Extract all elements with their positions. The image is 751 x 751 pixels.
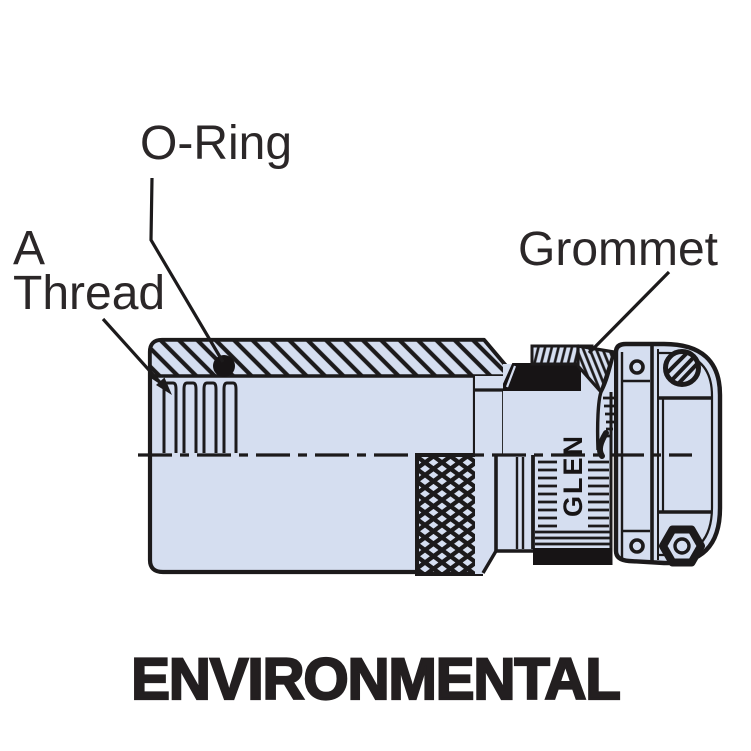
coupling-nut: GLEN: [503, 352, 614, 565]
a-thread-label: A Thread: [13, 222, 166, 320]
grommet-section: [530, 344, 617, 459]
thread-slot: [202, 381, 218, 453]
grommet-label: Grommet: [518, 223, 719, 276]
thread-slot: [182, 381, 198, 453]
hex-nut-bore: [673, 537, 691, 555]
section-hatch-band: [148, 338, 508, 378]
rear-flange: [613, 341, 723, 567]
knurl-section: [415, 453, 483, 576]
caption-environmental: ENVIRONMENTAL: [130, 646, 622, 713]
thread-slot: [222, 381, 238, 453]
a-thread-label-line2: Thread: [13, 267, 166, 320]
nut-bottom-band: [533, 548, 612, 565]
a-thread-label-line1: A: [13, 222, 46, 275]
hex-nut: [659, 525, 705, 567]
barrel-marking: GLEN: [558, 434, 588, 517]
o-ring-leader: [149, 177, 225, 363]
leader-lines: [101, 177, 671, 395]
grommet-fins: [603, 396, 617, 438]
screw-slot-lines: [665, 351, 699, 386]
flange-hole-bottom: [629, 538, 645, 554]
nut-ribs-full: [535, 530, 610, 546]
o-ring-label: O-Ring: [140, 117, 293, 170]
a-thread-arrowhead: [156, 377, 172, 395]
nut-ribs-left: [538, 460, 557, 528]
o-ring-dot: [213, 355, 235, 377]
nut-ribs-right: [588, 460, 609, 528]
flange-hole-top: [629, 359, 645, 375]
grommet-leader: [587, 270, 671, 355]
grommet-nose: [595, 351, 616, 451]
a-thread-leader: [101, 317, 168, 391]
